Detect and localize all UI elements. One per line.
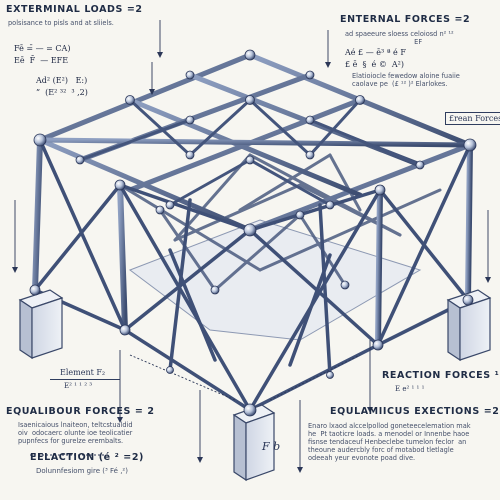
equilibrium-equations-note: Enaro lxaod alccelpollod goneteecelemati… [308, 422, 471, 462]
external-loads-formula-1: Fē =̄ — = CA) [14, 44, 71, 53]
internal-forces-formula-1: Aé £ — ē³ ª é F [345, 48, 406, 57]
internal-forces-note-2: Elatioiocle fewedow aloine fuaiie caolav… [352, 72, 460, 88]
external-loads-formula-4: ” (E² ³² ³ ,2) [36, 88, 88, 97]
columns [32, 137, 473, 413]
reflection-note: Dolunnfesiom gire (³ Fé ,²) [36, 467, 128, 475]
fb-label: F b [262, 440, 281, 453]
load-arrows [14, 20, 489, 470]
equilibrium-equations-heading: EQULAMIICUS EXECTIONS =2 [330, 406, 500, 417]
internal-forces-heading: ENTERNAL FORCES =2 [340, 14, 471, 25]
external-loads-formula-3: Ad² (E²) E:) [36, 76, 88, 85]
strain-forces-label: £rean Forces [445, 112, 500, 125]
internal-forces-note: ad spaeeure sloess celoiosd n² ¹² EF [345, 30, 454, 46]
reaction-forces-sub: E e² ¹ ¹ ¹ [395, 385, 425, 393]
equilibrium-forces-heading: EQUALIBOUR FORCES = 2 [6, 406, 155, 417]
roof-web [78, 98, 422, 207]
internal-forces-formula-2: £ ē § é © A²) [345, 60, 405, 69]
external-loads-formula-2: Eē F̄ — EFE [14, 56, 69, 65]
support-block-left [18, 289, 64, 360]
element-label-underline [50, 379, 120, 380]
reaction-forces-heading: REACTION FORCES ¹ 2 [382, 370, 500, 381]
external-loads-heading: EXTERMINAL LOADS =2 [6, 4, 143, 15]
external-loads-note: polsisance to pisls and at sliiels. [8, 19, 114, 27]
truss-joints [29, 49, 477, 417]
element-label-sub: E² ¹ ¹ ² ³ [64, 382, 93, 390]
arrow-heads [12, 52, 491, 473]
equilibrium-forces-note: Isaenicaious lnaiteon, teltcstualdid oiv… [18, 421, 133, 445]
element-label: Element F₂ [60, 368, 106, 377]
reflection-heading: EELACTION (é ² =2) [30, 452, 144, 463]
support-block-right [446, 289, 492, 362]
truss-members-back [118, 153, 442, 292]
